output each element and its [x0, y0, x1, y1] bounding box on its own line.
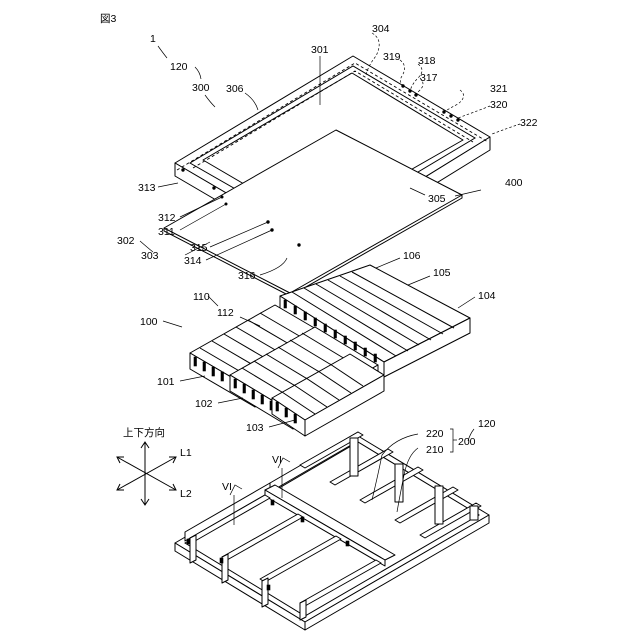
- label-304: 304: [372, 23, 390, 35]
- label-103: 103: [246, 422, 264, 434]
- label-104: 104: [478, 290, 496, 302]
- label-312: 312: [158, 212, 176, 224]
- label-210: 210: [426, 444, 444, 456]
- label-1: 1: [150, 33, 156, 45]
- figure-title: 図3: [100, 13, 116, 25]
- label-301: 301: [311, 44, 329, 56]
- direction-indicator: 上下方向 L1 L2: [117, 426, 192, 505]
- label-400: 400: [505, 177, 523, 189]
- label-220: 220: [426, 428, 444, 440]
- section-mark-vi-upper: VI: [272, 454, 282, 466]
- label-302: 302: [117, 235, 135, 247]
- label-110: 110: [193, 291, 210, 303]
- label-313: 313: [138, 182, 156, 194]
- direction-label: 上下方向: [123, 426, 165, 439]
- label-317: 317: [420, 72, 438, 84]
- label-102: 102: [195, 398, 213, 410]
- label-322: 322: [520, 117, 538, 129]
- label-200: 200: [458, 436, 476, 448]
- label-318: 318: [418, 55, 436, 67]
- label-300: 300: [192, 82, 210, 94]
- section-mark-vi-lower: VI: [222, 481, 232, 493]
- label-305: 305: [428, 193, 446, 205]
- label-303: 303: [141, 250, 159, 262]
- label-306: 306: [226, 83, 244, 95]
- label-315: 315: [190, 242, 208, 254]
- label-319: 319: [383, 51, 401, 63]
- label-314: 314: [184, 255, 202, 267]
- label-101: 101: [157, 376, 175, 388]
- label-321: 321: [490, 83, 508, 95]
- label-112: 112: [217, 307, 234, 319]
- label-120-bottom: 120: [478, 418, 496, 430]
- label-320: 320: [490, 99, 508, 111]
- label-100: 100: [140, 316, 158, 328]
- label-106: 106: [403, 250, 421, 262]
- tray-200: [175, 432, 489, 630]
- axis-label-l2: L2: [180, 488, 192, 500]
- label-316: 316: [238, 270, 256, 282]
- label-311: 311: [158, 226, 175, 238]
- label-120-top: 120: [170, 61, 188, 73]
- label-105: 105: [433, 267, 451, 279]
- axis-label-l1: L1: [180, 447, 192, 459]
- battery-modules-100: [190, 265, 470, 436]
